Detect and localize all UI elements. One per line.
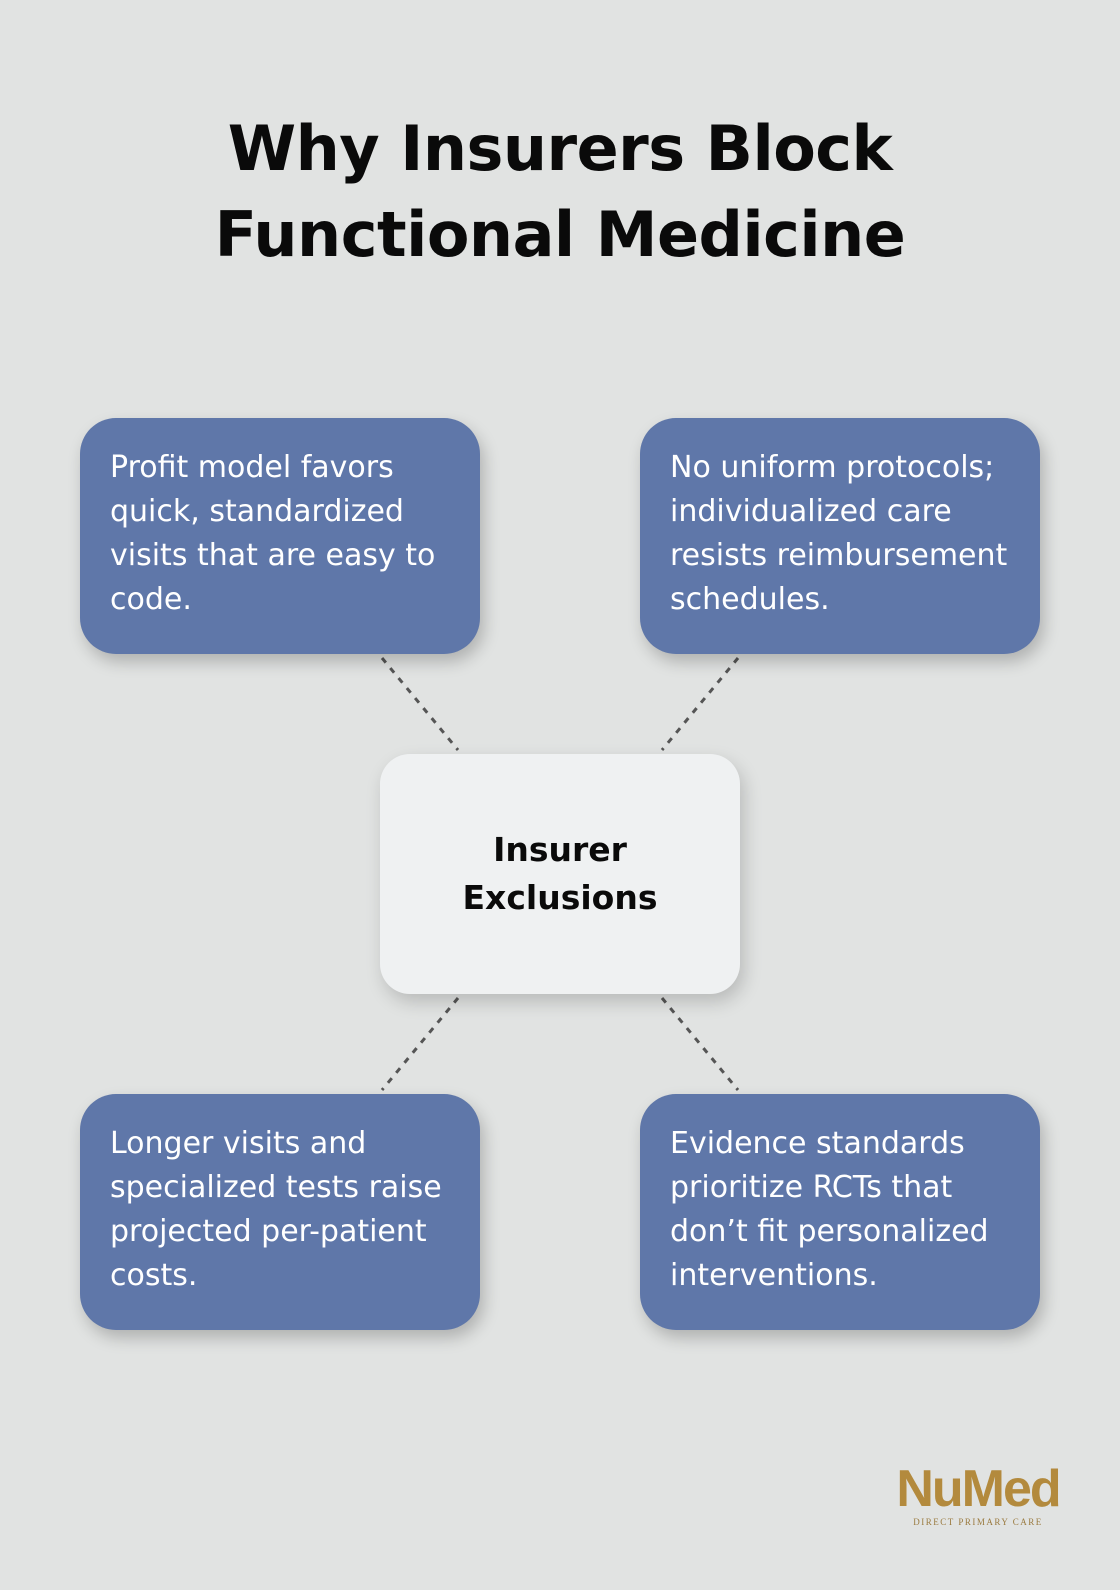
- numed-logo: NuMed DIRECT PRIMARY CARE: [888, 1462, 1068, 1528]
- center-node: Insurer Exclusions: [380, 754, 740, 994]
- connector-bottom-left: [380, 997, 460, 1091]
- reason-text: Evidence standards prioritize RCTs that …: [670, 1126, 989, 1293]
- reason-card-profit-model: Profit model favors quick, standardized …: [80, 418, 480, 654]
- reason-card-costs: Longer visits and specialized tests rais…: [80, 1094, 480, 1330]
- reason-text: Profit model favors quick, standardized …: [110, 450, 436, 617]
- reason-text: No uniform protocols; individualized car…: [670, 450, 1008, 617]
- connector-bottom-right: [660, 997, 740, 1091]
- connector-top-left: [380, 657, 460, 751]
- connector-top-right: [660, 657, 740, 751]
- logo-tagline: DIRECT PRIMARY CARE: [913, 1517, 1043, 1527]
- page-title: Why Insurers Block Functional Medicine: [214, 112, 906, 271]
- reason-card-no-uniform-protocols: No uniform protocols; individualized car…: [640, 418, 1040, 654]
- reason-text: Longer visits and specialized tests rais…: [110, 1126, 442, 1293]
- reason-card-evidence-standards: Evidence standards prioritize RCTs that …: [640, 1094, 1040, 1330]
- center-label: Insurer Exclusions: [462, 830, 658, 917]
- logo-wordmark: NuMed: [896, 1460, 1061, 1518]
